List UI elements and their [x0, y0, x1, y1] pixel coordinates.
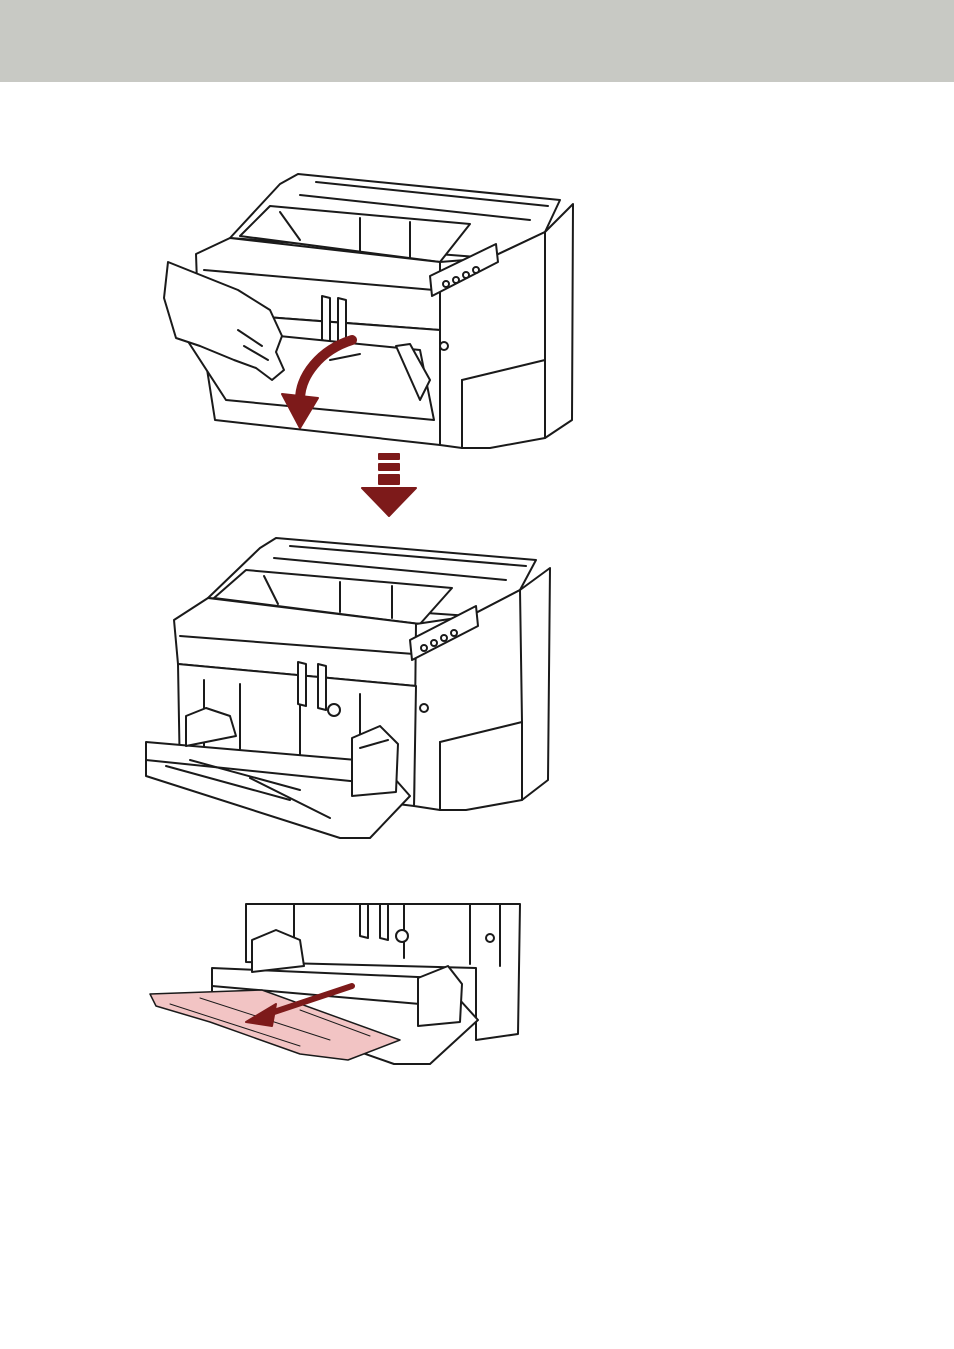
scanner-chute-open-figure [146, 538, 550, 838]
chute-extension-pulled-figure [150, 904, 520, 1064]
scanner-opening-chute-figure [164, 174, 573, 448]
direction-arrow-down-icon [362, 454, 416, 516]
